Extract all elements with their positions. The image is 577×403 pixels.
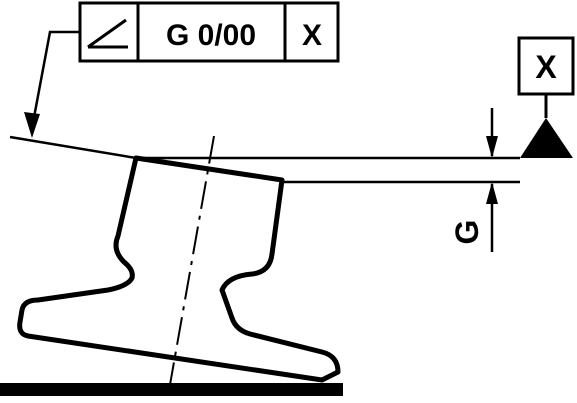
dimension-arrow-up-icon [486,182,498,204]
part-profile [17,155,341,383]
tolerance-boundary-line [9,135,137,160]
dimension-arrow-down-icon [486,136,498,158]
feature-control-frame: G 0/00 X [78,1,340,63]
angularity-icon [87,18,128,49]
center-line [167,135,215,397]
dimension-label: G [449,220,485,245]
base-plate [0,383,343,396]
leader-line [30,30,80,129]
dimension-g: G [449,108,498,252]
tolerance-value: G 0/00 [166,19,256,52]
datum-reference: X [302,19,322,52]
datum-triangle-icon [520,118,573,158]
datum-feature-symbol: X [517,36,575,158]
datum-letter: X [535,49,557,85]
datum-box [517,36,575,96]
leader-arrowhead [24,112,40,138]
